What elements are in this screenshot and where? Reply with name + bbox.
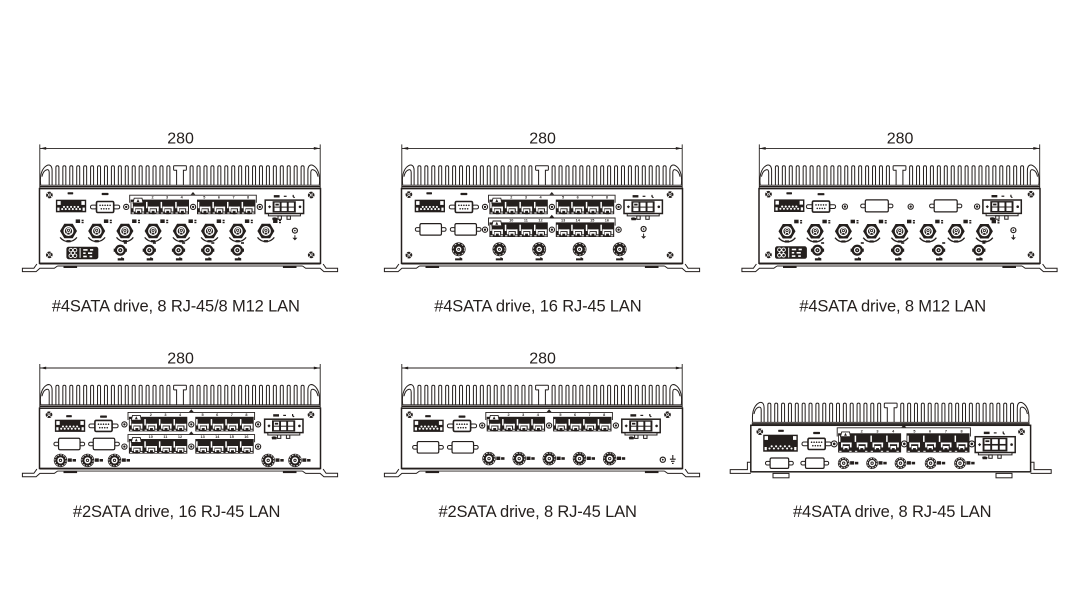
svg-text:8: 8 <box>245 413 247 417</box>
svg-text:2: 2 <box>861 429 863 433</box>
svg-text:12: 12 <box>178 435 182 439</box>
svg-text:#4SATA drive, 8 RJ-45/8 M12 LA: #4SATA drive, 8 RJ-45/8 M12 LAN <box>52 297 300 315</box>
svg-text:4: 4 <box>537 413 540 417</box>
svg-text:2: 2 <box>510 196 512 200</box>
svg-text:5: 5 <box>202 413 204 417</box>
svg-text:13: 13 <box>561 219 565 223</box>
svg-text:14: 14 <box>215 435 220 439</box>
svg-text:8: 8 <box>961 429 963 433</box>
svg-text:#4SATA drive, 16 RJ-45 LAN: #4SATA drive, 16 RJ-45 LAN <box>434 297 641 315</box>
svg-text:7: 7 <box>231 413 233 417</box>
svg-text:280: 280 <box>529 131 556 148</box>
svg-text:11: 11 <box>163 435 167 439</box>
svg-text:#2SATA drive, 16 RJ-45 LAN: #2SATA drive, 16 RJ-45 LAN <box>73 503 280 521</box>
svg-text:7: 7 <box>945 429 947 433</box>
svg-text:5: 5 <box>562 196 564 200</box>
svg-text:2: 2 <box>151 196 153 200</box>
svg-text:8: 8 <box>247 196 249 200</box>
svg-text:4: 4 <box>892 429 895 433</box>
svg-text:8: 8 <box>603 413 605 417</box>
svg-text:5: 5 <box>913 429 915 433</box>
svg-text:3: 3 <box>525 196 527 200</box>
svg-text:10: 10 <box>509 219 513 223</box>
svg-text:2: 2 <box>150 413 152 417</box>
svg-text:#4SATA drive, 8 RJ-45 LAN: #4SATA drive, 8 RJ-45 LAN <box>793 503 991 521</box>
svg-text:15: 15 <box>230 435 234 439</box>
svg-text:6: 6 <box>574 413 576 417</box>
svg-text:4: 4 <box>181 196 184 200</box>
svg-text:11: 11 <box>524 219 528 223</box>
svg-text:16: 16 <box>605 219 609 223</box>
svg-text:3: 3 <box>166 196 168 200</box>
svg-text:280: 280 <box>167 131 194 148</box>
svg-text:3: 3 <box>164 413 166 417</box>
svg-text:6: 6 <box>577 196 579 200</box>
svg-text:7: 7 <box>589 413 591 417</box>
svg-text:5: 5 <box>203 196 205 200</box>
svg-text:6: 6 <box>929 429 931 433</box>
svg-text:2: 2 <box>508 413 510 417</box>
svg-text:3: 3 <box>876 429 878 433</box>
svg-text:7: 7 <box>591 196 593 200</box>
svg-text:4: 4 <box>179 413 182 417</box>
svg-text:5: 5 <box>559 413 561 417</box>
svg-text:13: 13 <box>200 435 204 439</box>
svg-text:280: 280 <box>529 350 556 367</box>
svg-text:3: 3 <box>522 413 524 417</box>
svg-text:12: 12 <box>538 219 542 223</box>
svg-text:280: 280 <box>167 350 194 367</box>
svg-text:6: 6 <box>216 413 218 417</box>
svg-text:4: 4 <box>539 196 542 200</box>
svg-text:14: 14 <box>576 219 581 223</box>
svg-text:7: 7 <box>232 196 234 200</box>
svg-text:280: 280 <box>887 131 914 148</box>
svg-text:15: 15 <box>590 219 594 223</box>
svg-text:#2SATA drive, 8 RJ-45 LAN: #2SATA drive, 8 RJ-45 LAN <box>438 503 636 521</box>
svg-text:10: 10 <box>149 435 153 439</box>
svg-text:#4SATA drive, 8 M12 LAN: #4SATA drive, 8 M12 LAN <box>799 297 986 315</box>
svg-text:6: 6 <box>218 196 220 200</box>
svg-text:8: 8 <box>606 196 608 200</box>
svg-text:16: 16 <box>244 435 248 439</box>
